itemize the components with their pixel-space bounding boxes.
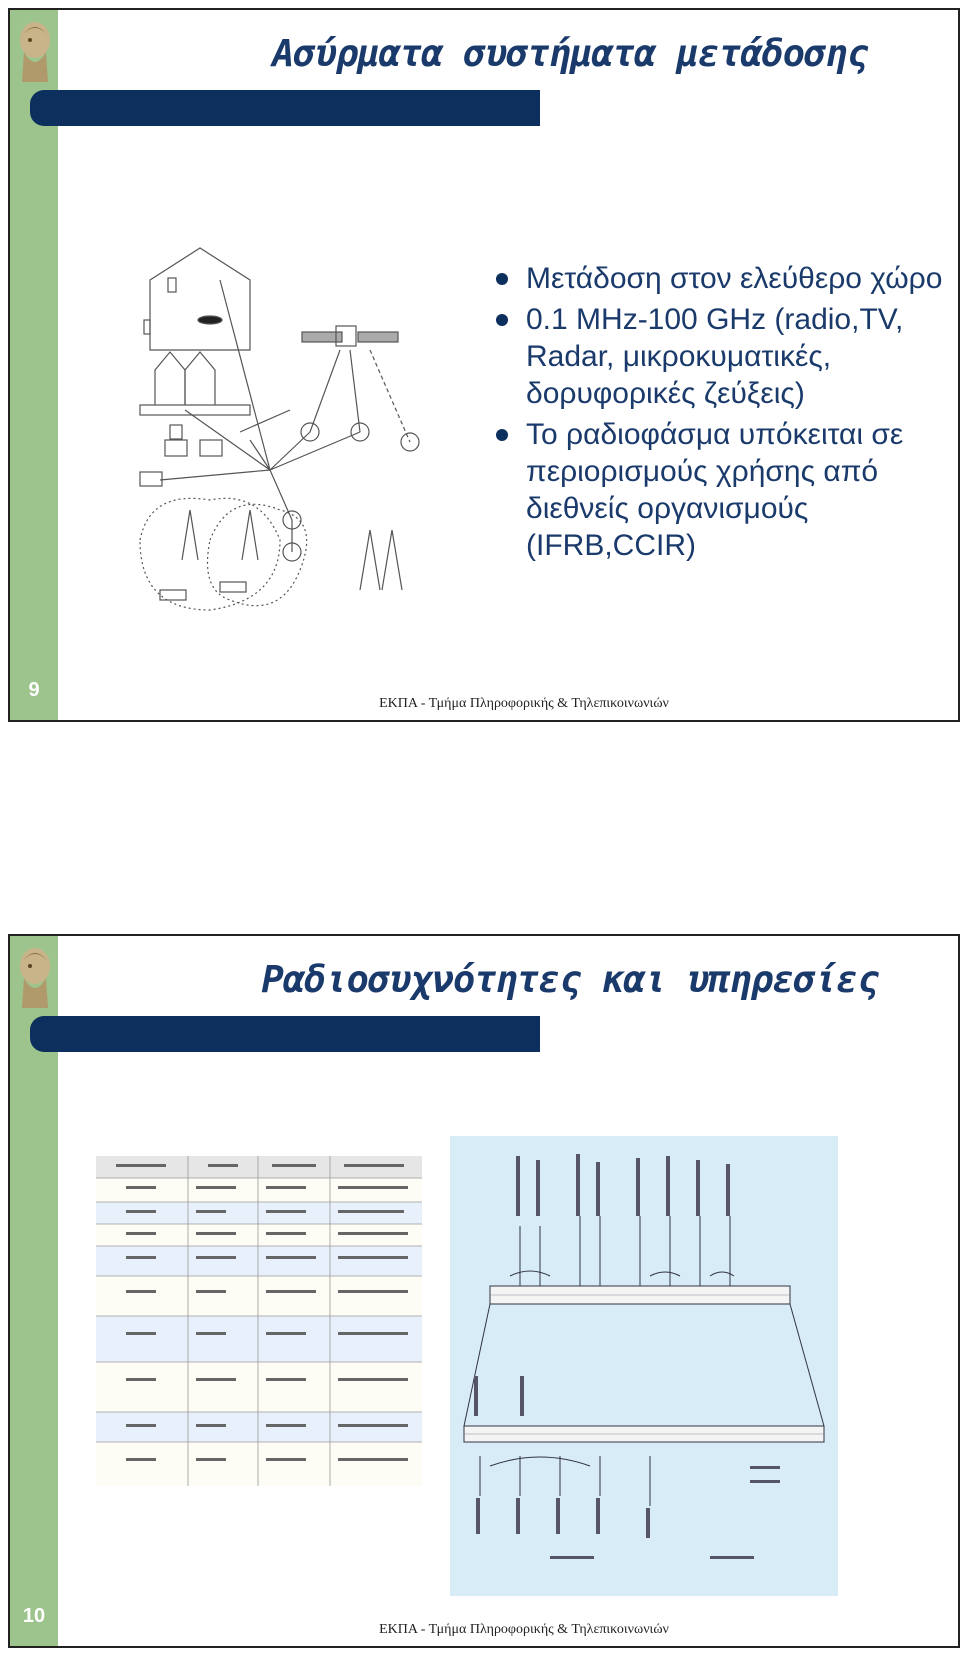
title-underline-bar: [30, 90, 540, 126]
bullet-item: 0.1 MHz-100 GHz (radio,TV, Radar, μικροκ…: [480, 301, 950, 412]
slide-footer: ΕΚΠΑ - Τμήμα Πληροφορικής & Τηλεπικοινων…: [379, 696, 669, 711]
electromagnetic-spectrum-image: [450, 1136, 838, 1596]
title-underline-bar: [30, 1016, 540, 1052]
bullet-item: Το ραδιοφάσμα υπόκειται σε περιορισμούς …: [480, 416, 950, 564]
bullet-item: Μετάδοση στον ελεύθερο χώρο: [480, 260, 950, 297]
slide-title: Ασύρματα συστήματα μετάδοσης: [272, 32, 869, 75]
slide-footer: ΕΚΠΑ - Τμήμα Πληροφορικής & Τηλεπικοινων…: [379, 1622, 669, 1637]
slide-title: Ραδιοσυχνότητες και υπηρεσίες: [261, 958, 879, 1001]
slide-9: Ασύρματα συστήματα μετάδοσης: [8, 8, 960, 722]
slide-10: Ραδιοσυχνότητες και υπηρεσίες: [8, 934, 960, 1648]
title-area: Ασύρματα συστήματα μετάδοσης: [182, 14, 958, 92]
university-logo-icon: [20, 948, 50, 1008]
university-logo-icon: [20, 22, 50, 82]
wireless-network-diagram: [139, 247, 420, 611]
green-sidebar: [10, 10, 58, 720]
green-sidebar: [10, 936, 58, 1646]
title-area: Ραδιοσυχνότητες και υπηρεσίες: [182, 940, 958, 1018]
slide-number: 10: [22, 1605, 46, 1627]
bullet-list: Μετάδοση στον ελεύθερο χώρο 0.1 MHz-100 …: [480, 260, 950, 568]
slide-number: 9: [28, 679, 40, 701]
frequency-bands-table-image: [96, 1156, 422, 1486]
